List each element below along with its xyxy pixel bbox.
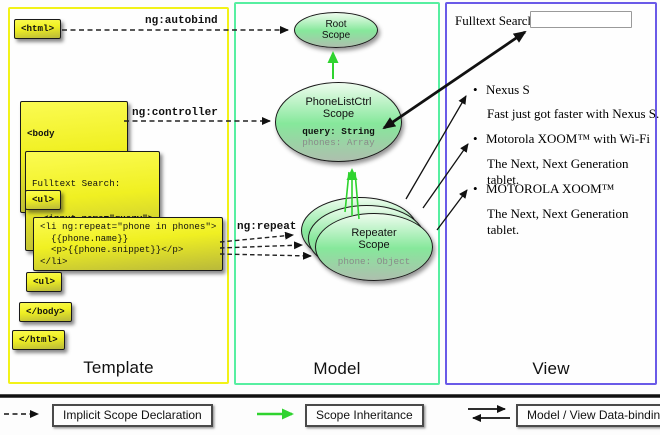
code-body-open-line1: <body bbox=[27, 128, 55, 139]
ng-autobind-label: ng:autobind bbox=[145, 15, 218, 27]
root-scope-ellipse: Root Scope bbox=[294, 12, 378, 48]
code-li-repeat: <li ng:repeat="phone in phones"> {{phone… bbox=[33, 217, 224, 271]
view-item-3-title: MOTOROLA XOOM™ bbox=[486, 181, 615, 196]
repeater-line2: Scope bbox=[358, 239, 390, 252]
legend-implicit-scope-label: Implicit Scope Declaration bbox=[52, 404, 213, 427]
phonelistctrl-scope-ellipse: PhoneListCtrl Scope query: String phones… bbox=[275, 82, 402, 162]
bullet-icon: • bbox=[473, 181, 478, 196]
legend-scope-inheritance-label: Scope Inheritance bbox=[305, 404, 424, 427]
view-item-1: • Nexus S bbox=[473, 82, 530, 98]
phonelistctrl-phones-prop: phones: Array bbox=[302, 137, 375, 148]
phonelistctrl-line1: PhoneListCtrl bbox=[305, 95, 372, 108]
code-fulltext-label: Fulltext Search: bbox=[32, 178, 121, 189]
view-item-1-desc: Fast just got faster with Nexus S. bbox=[487, 106, 660, 121]
phonelistctrl-query-prop: query: String bbox=[302, 125, 375, 137]
repeater-phone-prop: phone: Object bbox=[337, 255, 411, 267]
view-item-3: • MOTOROLA XOOM™ bbox=[473, 181, 614, 197]
code-ul-open-tag: <ul> bbox=[25, 190, 62, 210]
ng-controller-label: ng:controller bbox=[132, 107, 218, 119]
repeater-line1: Repeater bbox=[351, 226, 397, 239]
code-body-close-tag: </body> bbox=[19, 302, 72, 322]
view-search-label: Fulltext Search: bbox=[455, 13, 538, 28]
view-column-label: View bbox=[532, 359, 570, 378]
code-html-open-tag: <html> bbox=[14, 19, 62, 39]
root-scope-line1: Root bbox=[325, 19, 347, 30]
legend-databinding-label: Model / View Data-binding bbox=[516, 404, 660, 427]
view-item-2: • Motorola XOOM™ with Wi-Fi bbox=[473, 131, 650, 147]
ng-repeat-label: ng:repeat bbox=[237, 221, 297, 233]
repeater-scope-ellipse-front: Repeater Scope phone: Object bbox=[315, 213, 433, 281]
template-column-label: Template bbox=[83, 358, 154, 377]
view-item-1-title: Nexus S bbox=[486, 82, 530, 97]
model-column: Model bbox=[234, 2, 440, 385]
code-html-close-tag: </html> bbox=[12, 330, 65, 350]
view-item-2-title: Motorola XOOM™ with Wi-Fi bbox=[486, 131, 651, 146]
root-scope-line2: Scope bbox=[321, 30, 351, 41]
view-item-2-desc: The Next, Next Generation tablet. bbox=[487, 156, 629, 187]
view-search-input[interactable] bbox=[530, 11, 632, 28]
code-ul-close-tag: <ul> bbox=[26, 272, 63, 292]
phonelistctrl-line2: Scope bbox=[322, 108, 355, 120]
bullet-icon: • bbox=[473, 82, 478, 97]
model-column-label: Model bbox=[313, 359, 361, 378]
bullet-icon: • bbox=[473, 131, 478, 146]
view-item-3-desc: The Next, Next Generation tablet. bbox=[487, 206, 629, 237]
